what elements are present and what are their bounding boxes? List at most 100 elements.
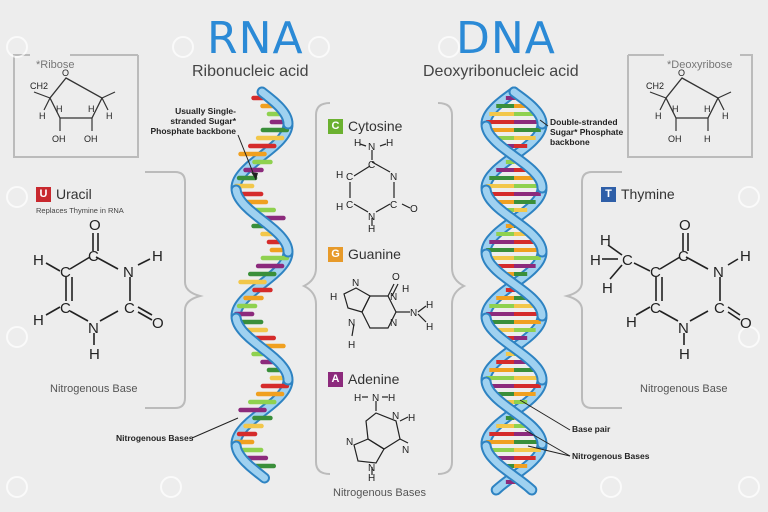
rna-subtitle: Ribonucleic acid	[192, 63, 309, 80]
atom-nitrogen: N	[410, 308, 417, 319]
dna-bases-annotation: Nitrogenous Bases	[572, 451, 650, 461]
atom-hydrogen: H	[590, 252, 601, 269]
atom-carbon: C	[390, 200, 397, 211]
dna-strand2-front-ribbon	[482, 122, 546, 192]
atom-carbon: C	[60, 300, 71, 317]
atom-oxygen: O	[410, 204, 418, 215]
watermark-icon	[738, 476, 760, 498]
rna-backbone-front-ribbon	[232, 186, 292, 256]
atom-hydrogen: H	[354, 138, 361, 149]
atom-hydrogen: H	[426, 322, 433, 333]
atom-hydrogen: H	[626, 314, 637, 331]
atom-hydrogen: H	[722, 111, 729, 121]
cytosine-heading: C Cytosine	[328, 118, 402, 134]
rna-title: RNA	[207, 13, 304, 64]
atom-hydrogen: H	[704, 104, 711, 114]
atom-nitrogen: N	[390, 292, 397, 303]
atom-hydrogen: H	[740, 248, 751, 265]
atom-carbon: C	[650, 264, 661, 281]
atom-nitrogen: N	[392, 411, 399, 422]
atom-nitrogen: N	[123, 264, 134, 281]
atom-hydrogen: H	[106, 111, 113, 121]
ribose-label: *Ribose	[36, 59, 75, 71]
watermark-icon	[308, 36, 330, 58]
guanine-badge: G	[328, 246, 343, 262]
rna-backbone-front-ribbon	[232, 442, 268, 482]
atom-carbon: C	[346, 200, 353, 211]
center-bracket-left	[301, 102, 331, 475]
watermark-icon	[6, 476, 28, 498]
atom-hydrogen: H	[426, 300, 433, 311]
atom-hydrogen: H	[368, 224, 375, 233]
atom-nitrogen: N	[368, 463, 375, 474]
atom-methylene: CH2	[646, 81, 664, 91]
rna-bases-annotation: Nitrogenous Bases	[116, 433, 194, 443]
atom-oxygen: O	[740, 315, 752, 332]
atom-hydrogen: H	[402, 284, 409, 295]
dna-bases-pointer-1	[524, 429, 571, 457]
watermark-icon	[172, 36, 194, 58]
atom-hydrogen: H	[679, 346, 690, 363]
atom-hydrogen: H	[336, 170, 343, 181]
atom-oxygen: O	[89, 217, 101, 234]
atom-hydrogen: H	[368, 473, 375, 481]
guanine-heading: G Guanine	[328, 246, 401, 262]
uracil-heading: U Uracil	[36, 186, 92, 202]
thymine-name: Thymine	[621, 186, 675, 202]
thymine-bracket	[563, 171, 622, 409]
atom-carbon: C	[88, 248, 99, 265]
atom-nitrogen: N	[372, 393, 379, 404]
watermark-icon	[6, 186, 28, 208]
adenine-name: Adenine	[348, 371, 400, 387]
atom-hydrogen: H	[672, 104, 679, 114]
atom-hydrogen: H	[354, 393, 361, 404]
atom-nitrogen: N	[88, 320, 99, 337]
guanine-name: Guanine	[348, 246, 401, 262]
center-bracket-right	[437, 102, 467, 475]
cytosine-name: Cytosine	[348, 118, 403, 134]
watermark-icon	[738, 326, 760, 348]
dna-backbone-annotation: Double-stranded Sugar* Phosphate backbon…	[550, 117, 624, 147]
atom-hydrogen: H	[39, 111, 46, 121]
deoxyribose-label: *Deoxyribose	[667, 59, 733, 71]
dna-bases-pointer-2	[527, 445, 571, 457]
atom-hydrogen: H	[408, 413, 415, 424]
atom-carbon: C	[714, 300, 725, 317]
dna-strand1-front-ribbon	[510, 88, 546, 128]
atom-hydrogen: H	[388, 393, 395, 404]
atom-hydrogen: H	[602, 280, 613, 297]
rna-bases-pointer	[191, 417, 239, 439]
adenine-heading: A Adenine	[328, 371, 399, 387]
atom-methylene: CH2	[30, 81, 48, 91]
rna-backbone-front-ribbon	[258, 88, 292, 128]
ribose-structure: O CH2 H H H H OH OH	[30, 68, 116, 144]
dna-strand2-front-ribbon	[482, 250, 546, 320]
cytosine-structure: H N H C N C N C C O H H H	[336, 138, 418, 233]
atom-carbon: C	[650, 300, 661, 317]
atom-carbon: C	[368, 160, 375, 171]
guanine-structure: O N H N N H H N N H H	[330, 272, 433, 351]
deoxyribose-box-border	[627, 54, 753, 158]
uracil-structure: C N C N C C O O H H H H	[33, 217, 164, 363]
deoxyribose-structure: O CH2 H H H H OH H	[646, 68, 732, 144]
atom-hydrogen: H	[89, 346, 100, 363]
atom-nitrogen: N	[390, 172, 397, 183]
center-caption: Nitrogenous Bases	[333, 487, 426, 499]
cytosine-badge: C	[328, 118, 343, 134]
atom-nitrogen: N	[713, 264, 724, 281]
atom-nitrogen: N	[352, 278, 359, 289]
atom-nitrogen: N	[390, 318, 397, 329]
atom-nitrogen: N	[402, 445, 409, 456]
dna-title: DNA	[456, 13, 556, 64]
atom-hydroxyl: OH	[668, 134, 682, 144]
atom-carbon: C	[124, 300, 135, 317]
dna-base-pair-pointer	[519, 399, 571, 431]
atom-oxygen: O	[392, 272, 400, 283]
watermark-icon	[738, 186, 760, 208]
dna-strand1-front-ribbon	[482, 314, 546, 384]
atom-oxygen: O	[152, 315, 164, 332]
uracil-caption: Nitrogenous Base	[50, 383, 138, 395]
atom-hydrogen: H	[386, 138, 393, 149]
atom-oxygen: O	[679, 217, 691, 234]
